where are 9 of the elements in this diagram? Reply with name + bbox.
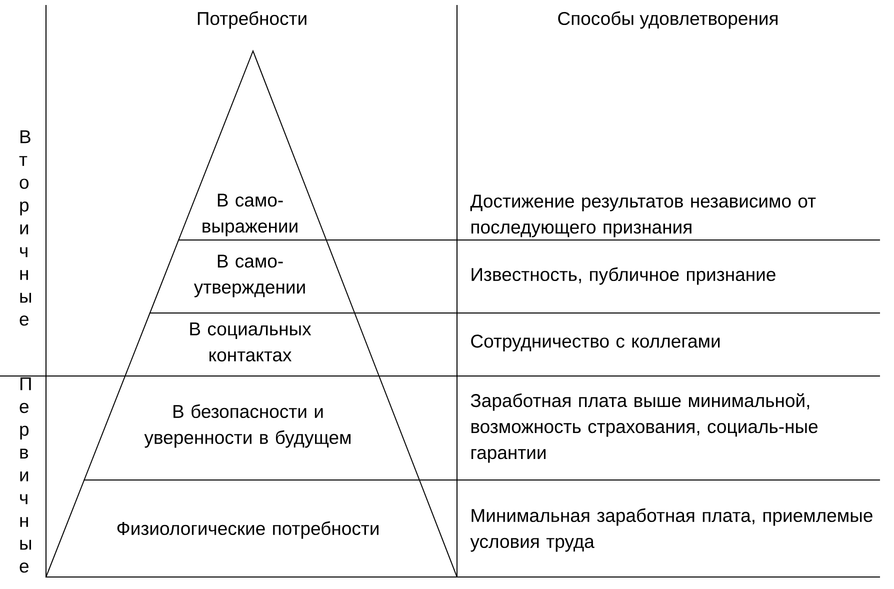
column-header: Способы удовлетворения [558,11,778,29]
cell-text: Заработная плата выше минимальной, возможность страхования, социаль-ные гарантии [470,393,818,463]
vertical-label: Вторичные [19,130,32,326]
pyramid-level: В само-утверждении [149,240,356,314]
cell-text: Известность, публичное признание [472,267,776,285]
cell-text: Сотрудничество с коллегами [471,334,720,352]
cell-text: Достижение результатов независимо от последующего признания [470,194,816,238]
vertical-label: Первичные [20,377,32,573]
column-header: Потребности [198,11,306,29]
